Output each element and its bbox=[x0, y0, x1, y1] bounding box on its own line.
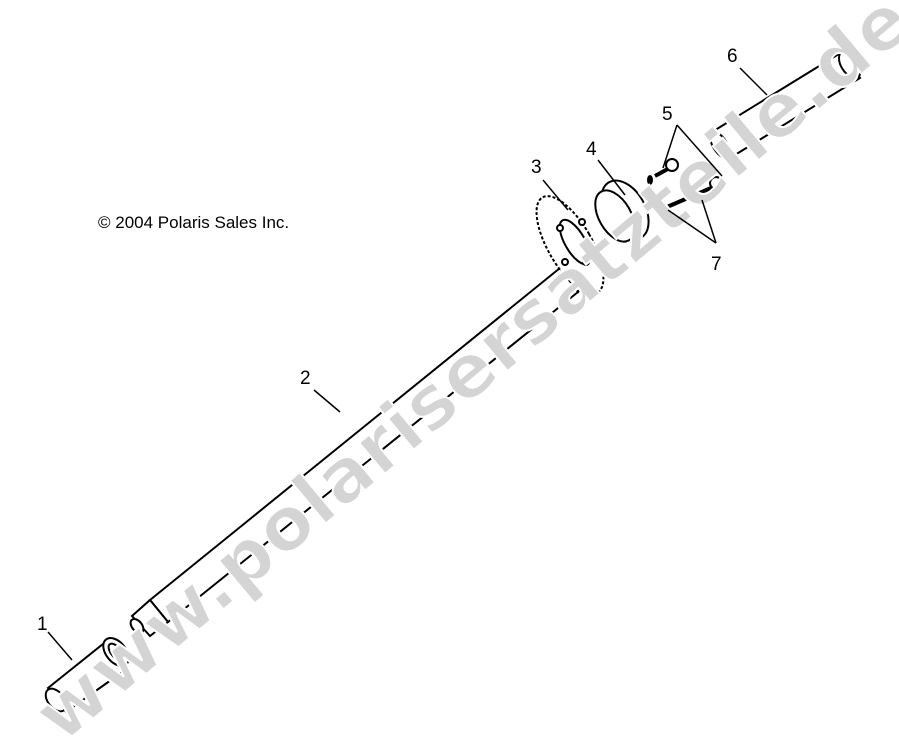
callout-1: 1 bbox=[37, 614, 48, 635]
callout-5: 5 bbox=[662, 104, 673, 125]
callout-4: 4 bbox=[586, 139, 597, 160]
callout-6: 6 bbox=[727, 46, 738, 67]
watermark: www.polarisersatzteile.de bbox=[18, 0, 899, 751]
tube-part-6 bbox=[709, 49, 863, 160]
shaft-part-2 bbox=[129, 250, 594, 638]
callout-3: 3 bbox=[531, 157, 542, 178]
hub-part-4 bbox=[594, 179, 650, 243]
leader-lines bbox=[47, 67, 768, 661]
sprocket-part-3 bbox=[535, 195, 605, 295]
bolts-part-5-7 bbox=[647, 158, 723, 212]
callout-7: 7 bbox=[711, 254, 722, 275]
sleeve-part-1 bbox=[44, 637, 130, 714]
copyright-text: © 2004 Polaris Sales Inc. bbox=[98, 213, 290, 232]
callout-2: 2 bbox=[300, 368, 311, 389]
